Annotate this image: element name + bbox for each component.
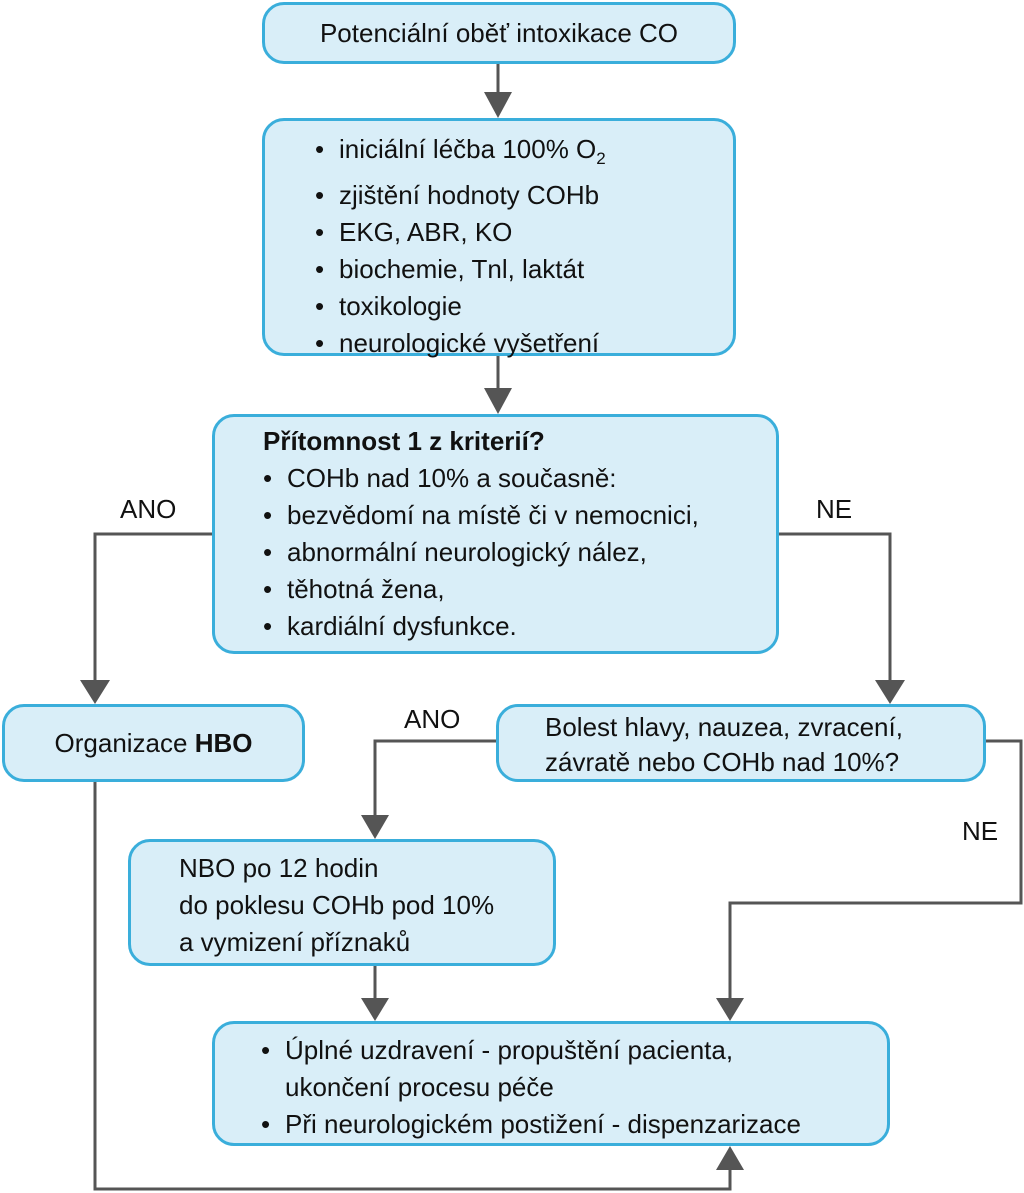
criteria-list: COHb nad 10% a současně: bezvědomí na mí… — [263, 460, 776, 645]
arrowhead — [484, 92, 512, 118]
label-ne-right: NE — [816, 494, 853, 524]
list-item: COHb nad 10% a současně: — [263, 460, 776, 497]
arrowhead — [716, 998, 744, 1021]
symptoms-box: Bolest hlavy, nauzea, zvracení, závratě … — [496, 704, 986, 782]
start-box: Potenciální oběť intoxikace CO — [262, 2, 736, 64]
arrowhead — [361, 815, 389, 839]
symptoms-line: závratě nebo COHb nad 10%? — [545, 747, 900, 777]
criteria-box: Přítomnost 1 z kriterií? COHb nad 10% a … — [212, 414, 779, 654]
list-item: iniciální léčba 100% O2 — [315, 131, 733, 177]
connector-symptoms-ano — [373, 739, 496, 815]
connector-criteria-ne — [779, 532, 892, 680]
arrowhead — [80, 680, 110, 704]
outcome-list: Úplné uzdravení - propuštění pacienta,uk… — [261, 1032, 887, 1143]
list-item: neurologické vyšetření — [315, 325, 733, 362]
label-ne-far: NE — [962, 816, 999, 846]
nbo-box: NBO po 12 hodin do poklesu COHb pod 10% … — [128, 839, 556, 966]
connector-symptoms-ne — [728, 739, 1023, 998]
list-item: Úplné uzdravení - propuštění pacienta,uk… — [261, 1032, 887, 1106]
o2-subscript: 2 — [596, 149, 606, 169]
label-ano-mid: ANO — [404, 704, 461, 734]
connector-criteria-ano — [93, 532, 212, 680]
list-item: kardiální dysfunkce. — [263, 608, 776, 645]
symptoms-line: Bolest hlavy, nauzea, zvracení, — [545, 712, 903, 742]
start-text: Potenciální oběť intoxikace CO — [319, 17, 679, 48]
list-item: Při neurologickém postižení - dispenzari… — [261, 1106, 887, 1143]
list-item: abnormální neurologický nález, — [263, 534, 776, 571]
hbo-box: Organizace HBO — [2, 704, 305, 782]
outcome-box: Úplné uzdravení - propuštění pacienta,uk… — [212, 1021, 890, 1146]
initial-treatment-list: iniciální léčba 100% O2 zjištění hodnoty… — [315, 131, 733, 362]
nbo-line: NBO po 12 hodin — [179, 853, 379, 883]
arrowhead — [361, 998, 389, 1021]
nbo-line: a vymizení příznaků — [179, 927, 411, 957]
list-item: biochemie, Tnl, laktát — [315, 251, 733, 288]
arrowhead — [716, 1146, 744, 1170]
list-item: toxikologie — [315, 288, 733, 325]
list-item: zjištění hodnoty COHb — [315, 177, 733, 214]
arrowhead — [484, 388, 512, 414]
hbo-text: Organizace HBO — [54, 727, 253, 758]
initial-treatment-box: iniciální léčba 100% O2 zjištění hodnoty… — [262, 118, 736, 362]
arrowhead — [875, 680, 905, 704]
criteria-title: Přítomnost 1 z kriterií? — [263, 426, 545, 456]
connector-hbo-to-outcome — [93, 782, 732, 1191]
nbo-line: do poklesu COHb pod 10% — [179, 890, 495, 920]
list-item: těhotná žena, — [263, 571, 776, 608]
list-item: bezvědomí na místě či v nemocnici, — [263, 497, 776, 534]
label-ano-left: ANO — [120, 494, 177, 524]
hbo-bold: HBO — [194, 727, 253, 758]
list-item: EKG, ABR, KO — [315, 214, 733, 251]
